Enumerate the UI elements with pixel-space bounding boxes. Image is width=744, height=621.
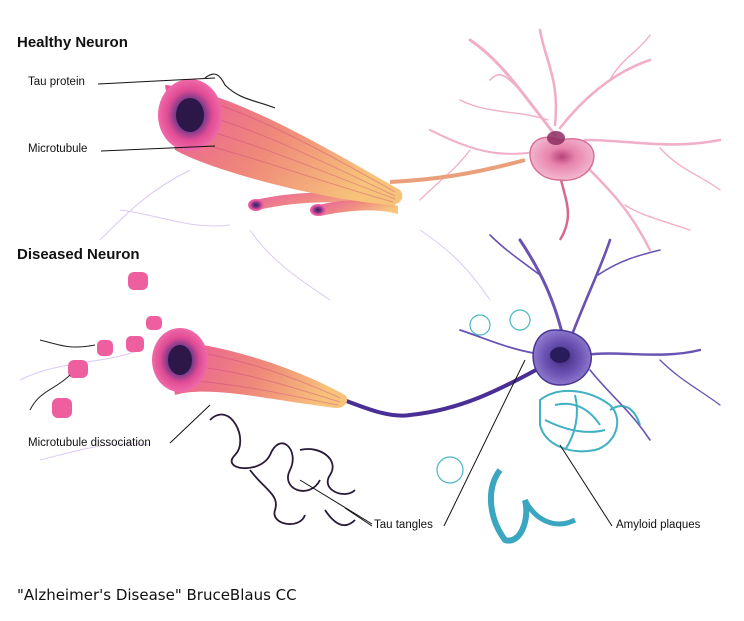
diseased-neuron xyxy=(299,234,721,441)
microtubule-label: Microtubule xyxy=(28,143,88,155)
leader-lines xyxy=(97,77,613,527)
faint-dendrites xyxy=(19,169,491,461)
amyloid-plaques-label: Amyloid plaques xyxy=(616,519,701,531)
tau-protein-label: Tau protein xyxy=(28,76,85,88)
diseased-neuron-heading: Diseased Neuron xyxy=(17,246,140,263)
tau-tangles xyxy=(209,413,356,527)
healthy-microtubule xyxy=(158,73,403,216)
microtubule-dissociation-label: Microtubule dissociation xyxy=(28,437,151,449)
tau-tangles-label: Tau tangles xyxy=(374,519,433,531)
amyloid-plaques-cluster xyxy=(436,309,641,544)
healthy-neuron xyxy=(389,28,722,252)
image-caption: "Alzheimer's Disease" BruceBlaus CC xyxy=(17,586,297,604)
healthy-neuron-heading: Healthy Neuron xyxy=(17,34,128,51)
diseased-microtubule xyxy=(29,272,348,418)
